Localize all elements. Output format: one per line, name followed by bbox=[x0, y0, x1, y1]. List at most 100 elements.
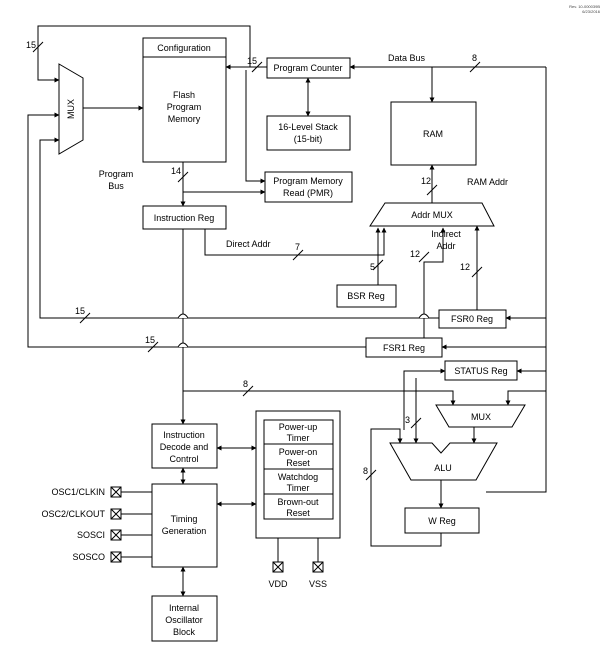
decode-label-1: Instruction bbox=[163, 430, 205, 440]
wire-wreg-loop bbox=[370, 428, 442, 547]
oscillator-label-3: Block bbox=[173, 627, 196, 637]
addr-mux-label: Addr MUX bbox=[411, 210, 453, 220]
wires bbox=[27, 25, 547, 597]
crossing-indirect bbox=[418, 313, 430, 319]
wire-pc-to-mux bbox=[37, 25, 251, 83]
ram-block bbox=[390, 101, 477, 166]
watchdog-timer-label-1: Watchdog bbox=[278, 472, 318, 482]
bsr-reg-label: BSR Reg bbox=[347, 291, 385, 301]
power-on-reset-label-1: Power-on bbox=[279, 447, 318, 457]
ram-addr-label: RAM Addr bbox=[467, 177, 508, 187]
wire-right-bus bbox=[486, 67, 547, 493]
pmr-label-1: Program Memory bbox=[273, 176, 343, 186]
instruction-reg-block bbox=[142, 205, 227, 230]
crossing-fsr1 bbox=[177, 342, 189, 348]
vss-label: VSS bbox=[309, 579, 327, 589]
left-mux-label: MUX bbox=[66, 99, 76, 119]
indirect-addr-label-1: Indirect bbox=[431, 229, 461, 239]
alu-mux-label: MUX bbox=[471, 412, 491, 422]
bw-w-loop: 8 bbox=[363, 466, 368, 476]
timing-label-2: Generation bbox=[162, 526, 207, 536]
watchdog-timer-block bbox=[263, 468, 334, 495]
power-up-timer-label-2: Timer bbox=[287, 433, 310, 443]
program-counter-label: Program Counter bbox=[273, 63, 342, 73]
w-reg-block bbox=[404, 507, 480, 534]
bw-mux-in: 15 bbox=[26, 40, 36, 50]
flash-program-memory-block bbox=[142, 37, 227, 163]
brown-out-reset-block bbox=[263, 493, 334, 520]
wire-ir-to-muxalu bbox=[183, 390, 456, 406]
instruction-reg-label: Instruction Reg bbox=[154, 213, 215, 223]
wire-crossings bbox=[177, 313, 430, 348]
alu-mux bbox=[435, 404, 526, 428]
bw-status: 3 bbox=[405, 415, 410, 425]
bw-fsr1-bus: 15 bbox=[145, 335, 155, 345]
power-up-timer-label-1: Power-up bbox=[279, 422, 318, 432]
power-on-reset-block bbox=[263, 443, 334, 470]
decode-label-2: Decode and bbox=[160, 442, 209, 452]
pmr-label-2: Read (PMR) bbox=[283, 188, 333, 198]
wire-bus-to-muxalu bbox=[505, 390, 546, 406]
addr-mux bbox=[369, 202, 495, 227]
wire-indirect bbox=[423, 227, 446, 344]
fsr0-reg-block bbox=[438, 309, 507, 329]
crossing-fsr0 bbox=[177, 313, 189, 319]
decode-block bbox=[151, 423, 218, 469]
bw-ram-addr: 12 bbox=[421, 176, 431, 186]
alu-label: ALU bbox=[434, 463, 452, 473]
stack-block bbox=[266, 115, 351, 151]
bw-fsr0-in: 12 bbox=[460, 262, 470, 272]
pin-markers bbox=[110, 486, 324, 573]
bw-bsr: 5 bbox=[370, 262, 375, 272]
wire-pc-to-pmr bbox=[245, 70, 266, 184]
program-bus-label-2: Bus bbox=[108, 181, 124, 191]
pin-sosco-label: SOSCO bbox=[72, 552, 105, 562]
bw-flash-out: 14 bbox=[171, 166, 181, 176]
oscillator-block bbox=[151, 595, 218, 642]
w-reg-label: W Reg bbox=[428, 516, 456, 526]
program-bus-label-1: Program bbox=[99, 169, 134, 179]
wire-direct-addr bbox=[204, 227, 387, 256]
wire-fsr0-to-mux bbox=[39, 137, 439, 319]
configuration-label: Configuration bbox=[157, 43, 211, 53]
program-counter-block bbox=[266, 57, 351, 79]
status-reg-label: STATUS Reg bbox=[454, 366, 507, 376]
wire-alu-to-status bbox=[403, 368, 446, 430]
decode-label-3: Control bbox=[169, 454, 198, 464]
bw-indirect: 12 bbox=[410, 249, 420, 259]
bw-bus8: 8 bbox=[243, 379, 248, 389]
pin-osc2-label: OSC2/CLKOUT bbox=[41, 509, 105, 519]
flash-label-1: Flash bbox=[173, 90, 195, 100]
power-on-reset-label-2: Reset bbox=[286, 458, 310, 468]
oscillator-label-2: Oscillator bbox=[165, 615, 203, 625]
bus-ticks bbox=[32, 41, 483, 481]
wire-fsr1-to-mux bbox=[27, 112, 366, 348]
flash-label-2: Program bbox=[167, 102, 202, 112]
fsr1-reg-block bbox=[365, 337, 443, 358]
bw-data-bus: 8 bbox=[472, 53, 477, 63]
alu bbox=[389, 442, 498, 481]
pmr-block bbox=[264, 171, 353, 203]
vdd-label: VDD bbox=[268, 579, 288, 589]
revision-line-1: Rev. 10-000039B bbox=[569, 4, 600, 9]
fsr1-reg-label: FSR1 Reg bbox=[383, 343, 425, 353]
indirect-addr-label-2: Addr bbox=[436, 241, 455, 251]
direct-addr-label: Direct Addr bbox=[226, 239, 271, 249]
timing-label-1: Timing bbox=[171, 514, 198, 524]
data-bus-label: Data Bus bbox=[388, 53, 426, 63]
stack-label-1: 16-Level Stack bbox=[278, 122, 338, 132]
timing-block bbox=[151, 483, 218, 568]
bw-direct: 7 bbox=[295, 242, 300, 252]
bsr-reg-block bbox=[336, 284, 397, 308]
status-reg-block bbox=[444, 360, 518, 381]
power-up-timer-block bbox=[263, 419, 334, 445]
brown-out-reset-label-1: Brown-out bbox=[277, 497, 319, 507]
oscillator-label-1: Internal bbox=[169, 603, 199, 613]
ram-label: RAM bbox=[423, 129, 443, 139]
bw-fsr0-bus: 15 bbox=[75, 306, 85, 316]
bw-pc-to-flash: 15 bbox=[247, 56, 257, 66]
brown-out-reset-label-2: Reset bbox=[286, 508, 310, 518]
pin-sosci-label: SOSCI bbox=[77, 530, 105, 540]
